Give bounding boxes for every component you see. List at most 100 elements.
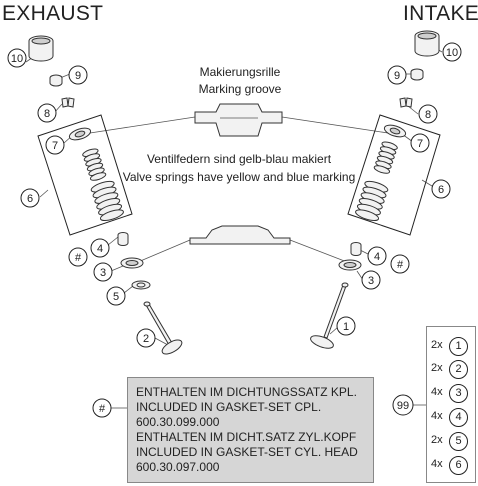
valve-spring-note-de: Ventilfedern sind gelb-blau makiert	[146, 152, 332, 166]
marking-groove-label-en: Marking groove	[198, 82, 282, 96]
kit-part-number: 1	[449, 337, 468, 356]
exhaust-spring-seat	[120, 257, 144, 269]
intake-keepers	[399, 97, 413, 108]
callout-intake-1: 1	[336, 316, 356, 336]
svg-text:7: 7	[52, 140, 58, 152]
svg-text:3: 3	[368, 275, 374, 287]
svg-text:3: 3	[100, 267, 106, 279]
callout-intake-7: 7	[410, 133, 430, 153]
marking-groove-key	[194, 103, 283, 137]
exhaust-washer	[131, 280, 151, 290]
callout-exhaust-2: 2	[136, 328, 156, 348]
svg-text:10: 10	[446, 47, 458, 59]
intake-valve	[310, 282, 349, 349]
svg-text:8: 8	[44, 108, 50, 120]
exhaust-stem-seal	[117, 232, 129, 246]
svg-text:4: 4	[97, 243, 103, 255]
intake-outer-spring	[355, 180, 389, 222]
exhaust-callouts: 10 9 8 7 6 # 4 3 5 2	[7, 48, 156, 348]
exhaust-shim	[49, 74, 63, 87]
svg-text:7: 7	[417, 138, 423, 150]
callout-intake-10: 10	[442, 42, 462, 62]
exhaust-title: EXHAUST	[2, 2, 104, 25]
gasket-set-info-box: ENTHALTEN IM DICHTUNGSSATZ KPL. INCLUDED…	[127, 377, 374, 483]
kit-part-number: 3	[449, 384, 468, 403]
callout-exhaust-hash: #	[68, 247, 88, 267]
svg-text:8: 8	[425, 109, 431, 121]
svg-text:9: 9	[394, 70, 400, 82]
intake-title: INTAKE	[403, 2, 478, 25]
svg-text:99: 99	[397, 400, 409, 412]
exhaust-retainer	[68, 127, 92, 141]
exhaust-parts	[28, 35, 183, 355]
exhaust-valve	[143, 301, 183, 355]
svg-text:5: 5	[113, 291, 119, 303]
marking-groove-label-de: Makierungsrille	[199, 65, 281, 79]
kit-part-number: 4	[449, 408, 468, 427]
svg-text:6: 6	[27, 193, 33, 205]
callout-exhaust-8: 8	[37, 103, 57, 123]
callout-exhaust-10: 10	[7, 48, 27, 68]
svg-text:#: #	[99, 403, 106, 415]
svg-text:10: 10	[11, 53, 23, 65]
callout-exhaust-3: 3	[93, 262, 113, 282]
gasket-line: 600.30.099.000	[136, 415, 220, 429]
gasket-line: INCLUDED IN GASKET-SET CYL. HEAD	[136, 445, 358, 459]
callout-intake-6: 6	[431, 179, 451, 199]
gasket-line: ENTHALTEN IM DICHT.SATZ ZYL.KOPF	[136, 430, 357, 444]
svg-text:9: 9	[75, 70, 81, 82]
intake-retainer	[383, 124, 407, 138]
kit-part-number: 6	[449, 456, 468, 475]
gasket-line: INCLUDED IN GASKET-SET CPL.	[136, 400, 322, 414]
gasket-line: ENTHALTEN IM DICHTUNGSSATZ KPL.	[136, 385, 357, 399]
callout-exhaust-6: 6	[20, 188, 40, 208]
intake-stem-seal	[350, 242, 362, 256]
exhaust-spring-frame	[37, 114, 133, 236]
exhaust-keepers	[61, 97, 75, 108]
svg-text:#: #	[75, 252, 82, 264]
kit-qty: 2x	[431, 362, 443, 374]
kit-row: 2x 2	[427, 359, 477, 381]
callout-exhaust-5: 5	[106, 286, 126, 306]
kit-qty: 4x	[431, 410, 443, 422]
callout-intake-9: 9	[387, 65, 407, 85]
svg-text:2: 2	[143, 333, 149, 345]
exhaust-inner-spring	[82, 148, 107, 181]
exhaust-tappet	[28, 35, 54, 62]
kit-part-number: 2	[449, 360, 468, 379]
callout-intake-4: 4	[367, 246, 387, 266]
kit-row: 4x 6	[427, 455, 477, 477]
svg-text:6: 6	[438, 184, 444, 196]
kit-row: 2x 1	[427, 336, 477, 358]
callout-intake-hash: #	[390, 254, 410, 274]
intake-spring-frame	[347, 114, 441, 236]
valve-kit-contents-box: 2x 1 2x 2 4x 3 4x 4 2x 5 4x 6	[426, 326, 476, 483]
kit-row: 4x 4	[427, 407, 477, 429]
svg-text:#: #	[397, 259, 404, 271]
kit-qty: 2x	[431, 339, 443, 351]
gasket-profile	[189, 225, 291, 245]
kit-qty: 4x	[431, 458, 443, 470]
callout-exhaust-7: 7	[45, 135, 65, 155]
intake-shim	[410, 68, 424, 81]
kit-row: 2x 5	[427, 431, 477, 453]
kit-row: 4x 3	[427, 383, 477, 405]
callout-exhaust-9: 9	[68, 65, 88, 85]
exhaust-outer-spring	[90, 180, 124, 222]
intake-inner-spring	[373, 141, 398, 174]
callout-intake-8: 8	[418, 104, 438, 124]
callout-intake-3: 3	[361, 270, 381, 290]
kit-part-number: 5	[449, 432, 468, 451]
intake-spring-seat	[338, 259, 362, 271]
intake-tappet	[414, 30, 440, 57]
intake-callouts: 10 9 8 7 6 4 # 3 1	[336, 42, 462, 336]
valve-spring-note-en: Valve springs have yellow and blue marki…	[122, 170, 356, 184]
svg-text:4: 4	[374, 251, 380, 263]
svg-text:1: 1	[343, 321, 349, 333]
kit-qty: 2x	[431, 434, 443, 446]
kit-qty: 4x	[431, 386, 443, 398]
intake-parts	[310, 30, 441, 349]
callout-exhaust-4: 4	[90, 238, 110, 258]
callout-gasket-ref: #	[92, 398, 127, 418]
